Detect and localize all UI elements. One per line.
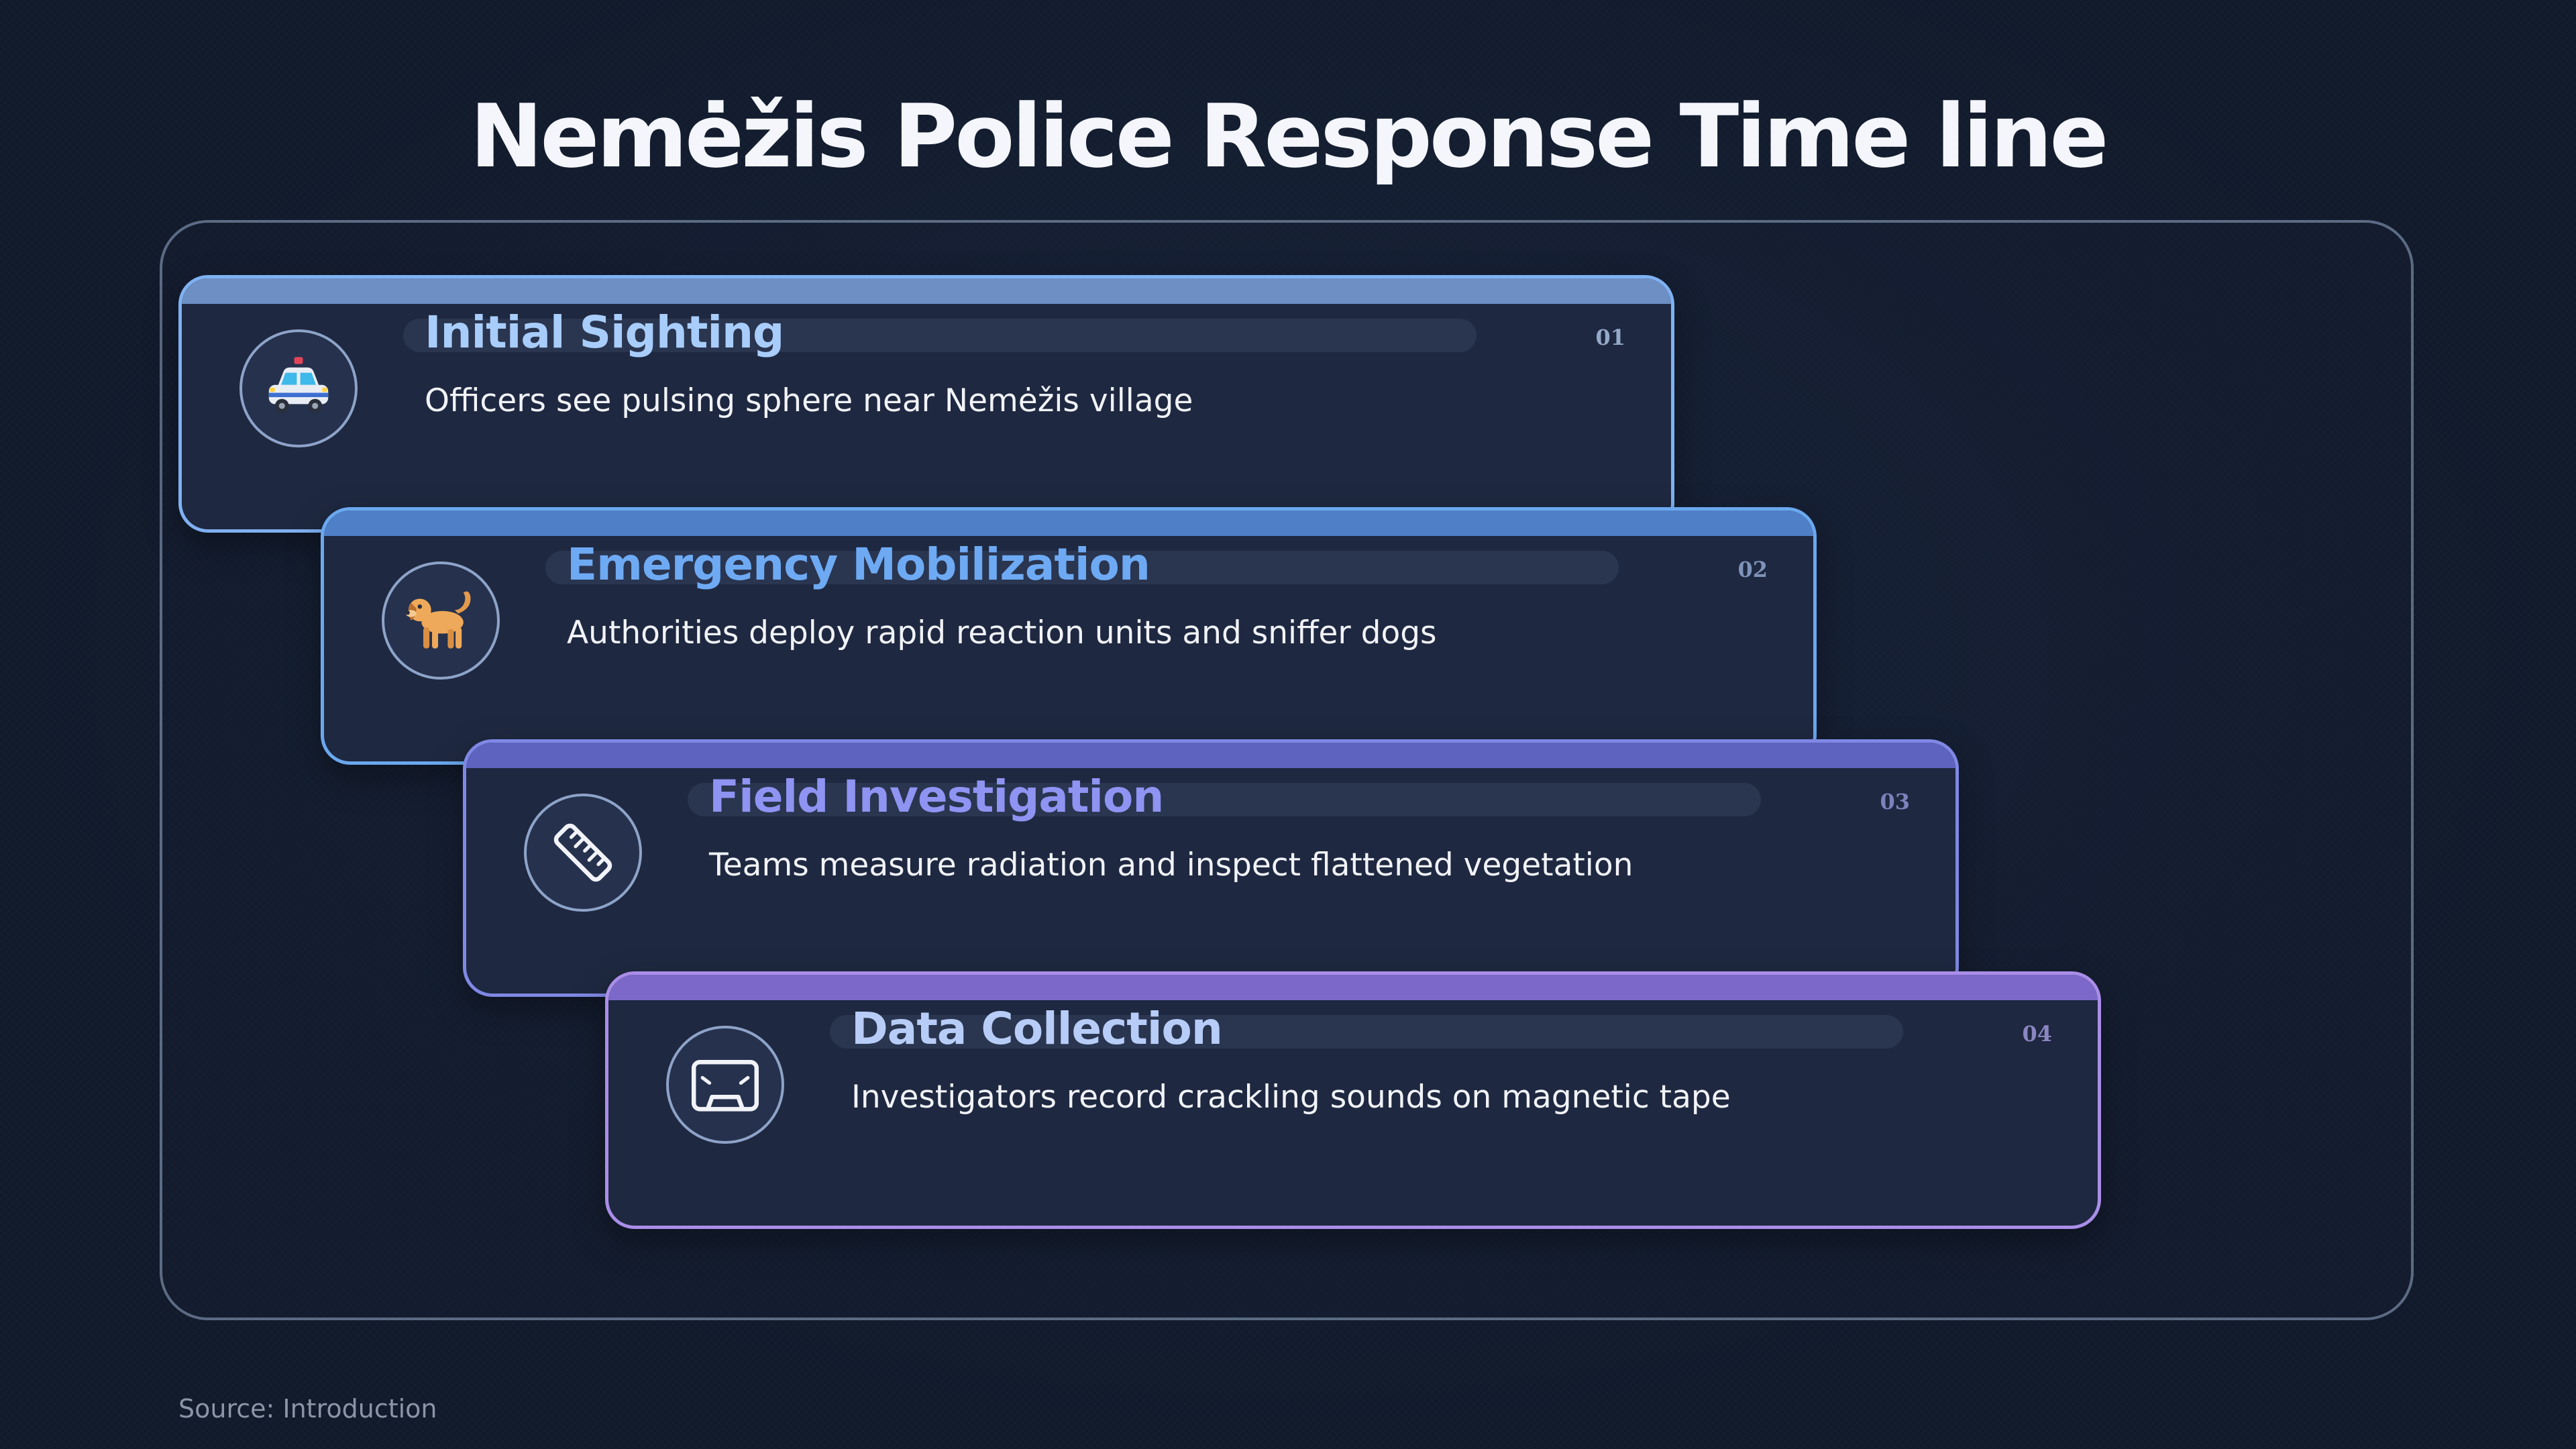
step-1-accent-bar — [182, 278, 1671, 304]
step-4-description: Investigators record crackling sounds on… — [851, 1079, 1731, 1116]
timeline-step-1: Initial Sighting 01 Officers see pulsing… — [178, 275, 1674, 533]
step-1-icon-badge — [239, 329, 358, 447]
step-2-accent-bar — [324, 511, 1813, 536]
step-2-title-track — [545, 551, 1619, 584]
step-3-title: Field Investigation — [709, 771, 1164, 822]
step-4-title: Data Collection — [851, 1003, 1223, 1055]
timeline-step-2: Emergency Mobilization 02 Authorities de… — [321, 507, 1817, 765]
dog-icon — [405, 591, 471, 649]
step-3-description: Teams measure radiation and inspect flat… — [709, 847, 1633, 883]
step-3-title-track — [688, 783, 1761, 816]
step-2-description: Authorities deploy rapid reaction units … — [567, 614, 1437, 651]
step-4-icon-badge — [666, 1026, 784, 1144]
step-2-title: Emergency Mobilization — [567, 539, 1150, 590]
step-4-title-track — [830, 1015, 1903, 1049]
cassette-tape-icon — [691, 1059, 759, 1112]
step-3-icon-badge — [524, 794, 642, 912]
step-3-number: 03 — [1880, 789, 1910, 814]
source-note: Source: Introduction — [178, 1394, 437, 1424]
step-1-description: Officers see pulsing sphere near Nemėžis… — [425, 382, 1193, 419]
page-title: Nemėžis Police Response Time line — [470, 85, 2109, 187]
step-2-icon-badge — [382, 561, 500, 680]
step-2-number: 02 — [1737, 557, 1768, 582]
timeline-step-4: Data Collection 04 Investigators record … — [605, 971, 2101, 1229]
step-3-accent-bar — [466, 743, 1955, 768]
timeline-step-3: Field Investigation 03 Teams measure rad… — [463, 739, 1959, 997]
step-1-title: Initial Sighting — [425, 307, 784, 358]
step-4-number: 04 — [2022, 1021, 2052, 1046]
step-4-accent-bar — [608, 975, 2098, 1000]
step-1-title-track — [403, 319, 1477, 352]
police-car-icon — [268, 357, 329, 413]
step-1-number: 01 — [1595, 325, 1625, 350]
ruler-icon — [553, 823, 612, 882]
